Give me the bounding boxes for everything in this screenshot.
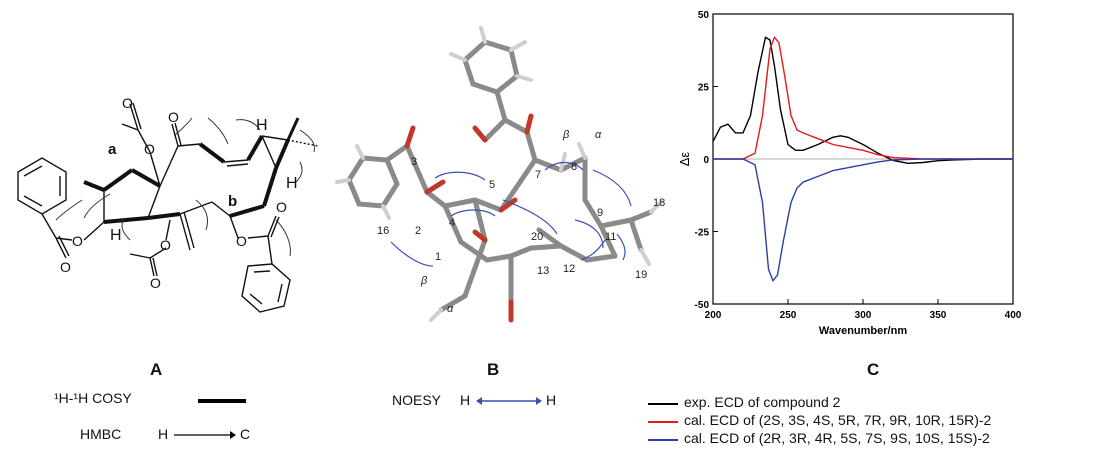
o-label-9: O <box>276 199 287 215</box>
atom-7: 7 <box>535 169 541 181</box>
x-axis-label: Wavenumber/nm <box>819 325 907 337</box>
structure-diagram-a: a b H H H O O O O O O O O O <box>17 95 319 313</box>
atom-12: 12 <box>563 263 575 275</box>
legend-c-line-0 <box>648 403 678 405</box>
y-tick-label: -50 <box>695 300 710 311</box>
legend-c-line-2 <box>648 439 678 441</box>
panel-label-b: B <box>487 360 500 379</box>
atom-5: 5 <box>489 179 495 191</box>
atom-16: 16 <box>377 225 389 237</box>
o-label-6: O <box>160 237 171 253</box>
legend-c-line-1 <box>648 421 678 423</box>
panel-label-c: C <box>867 360 880 379</box>
legend-noesy-to: H <box>546 392 557 408</box>
atom-13: 13 <box>537 265 549 277</box>
legend-c-text-1: cal. ECD of (2S, 3S, 4S, 5R, 7R, 9R, 10R… <box>684 412 992 428</box>
legend-cosy: ¹H-¹H COSY <box>54 390 132 406</box>
y-tick-label: 50 <box>698 10 710 21</box>
atom-19: 19 <box>635 269 647 281</box>
atom-1: 1 <box>435 251 441 263</box>
beta-top: β <box>562 129 570 141</box>
legend-noesy-label: NOESY <box>392 392 442 408</box>
h-left-label: H <box>110 227 122 244</box>
alpha-top: α <box>595 129 602 141</box>
atom-20: 20 <box>531 231 543 243</box>
o-label-1: O <box>72 233 83 249</box>
series-line-0 <box>712 36 1013 165</box>
atom-9: 9 <box>597 207 603 219</box>
atom-18: 18 <box>653 197 665 209</box>
legend-hmbc-from: H <box>158 426 169 442</box>
legend-hmbc-arrow <box>174 431 236 439</box>
y-axis-label: Δε <box>677 152 692 167</box>
o-label-4: O <box>144 141 155 157</box>
panel-label-a: A <box>150 360 163 379</box>
atom-8: 8 <box>571 161 577 173</box>
atom-2: 2 <box>415 225 421 237</box>
h-right-label: H <box>286 175 298 192</box>
legend-hmbc: HMBC <box>80 426 121 442</box>
beta-bottom: β <box>420 275 428 287</box>
o-label-3: O <box>122 95 133 111</box>
h-top-label: H <box>256 117 268 134</box>
x-tick-label: 300 <box>855 310 872 321</box>
legend-cosy-line <box>198 399 246 403</box>
legend-c-text-0: exp. ECD of compound 2 <box>684 394 841 410</box>
series-line-1 <box>713 36 1013 160</box>
o-label-5: O <box>168 109 179 125</box>
alpha-bottom: α <box>447 303 454 315</box>
x-tick-label: 350 <box>930 310 947 321</box>
legend-cosy-label: ¹H-¹H COSY <box>54 390 132 406</box>
legend-noesy-from: H <box>460 392 471 408</box>
ring-a-label: a <box>108 141 117 158</box>
legend-noesy-arrow <box>476 397 542 405</box>
legend-c-text-2: cal. ECD of (2R, 3R, 4R, 5S, 7S, 9S, 10S… <box>684 430 990 446</box>
series-line-2 <box>713 158 1013 282</box>
o-label-8: O <box>236 233 247 249</box>
ring-b-label: b <box>228 193 237 210</box>
y-tick-label: -25 <box>695 228 710 239</box>
atom-11: 11 <box>605 231 616 243</box>
y-tick-label: 0 <box>703 155 709 166</box>
x-tick-label: 250 <box>780 310 797 321</box>
x-tick-label: 400 <box>1005 310 1022 321</box>
x-tick-label: 200 <box>705 310 722 321</box>
legend-hmbc-to: C <box>240 426 251 442</box>
noesy-model-b: 3 5 7 8 9 4 16 2 1 20 13 12 11 19 18 β α… <box>335 26 665 323</box>
o-label-7: O <box>150 275 161 291</box>
atom-3: 3 <box>411 156 417 168</box>
atom-4: 4 <box>449 217 455 229</box>
o-label-2: O <box>60 259 71 275</box>
legend-hmbc-label: HMBC <box>80 426 122 442</box>
y-tick-label: 25 <box>698 83 710 94</box>
